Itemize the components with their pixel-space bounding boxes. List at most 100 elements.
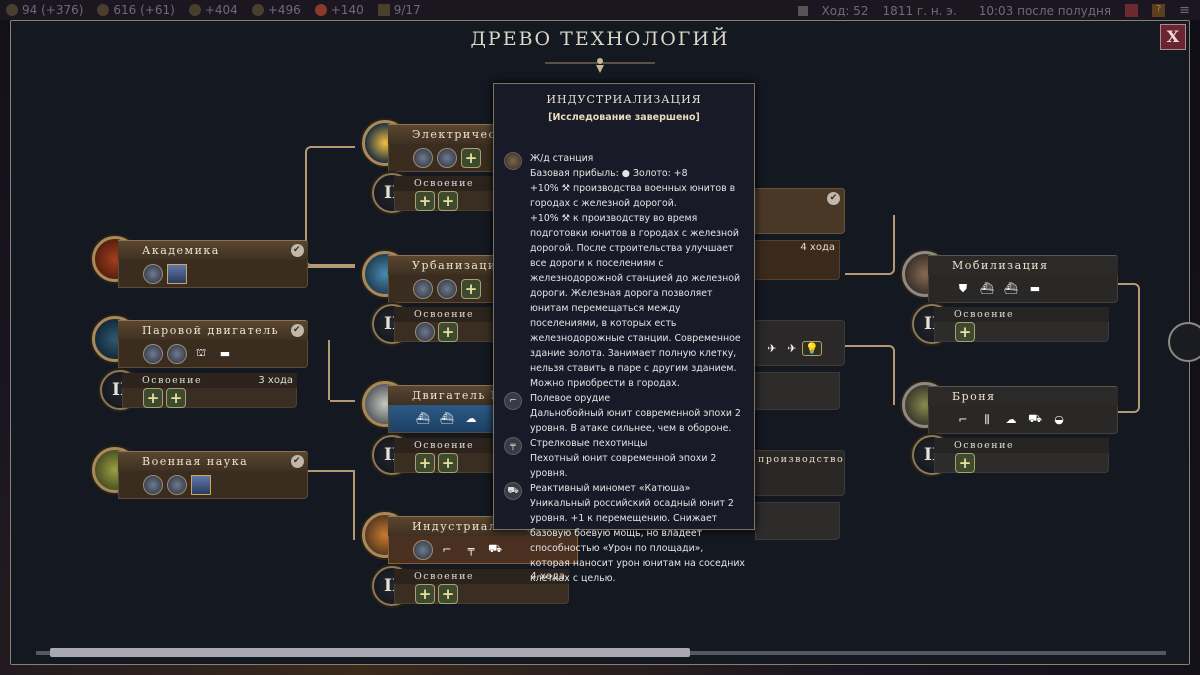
building-icon[interactable] [167,343,187,364]
year-display: 1811 г. н. э. [882,3,957,18]
connector-line [305,340,330,400]
field-cannon-icon[interactable]: ⌐ [442,543,452,556]
clock: 10:03 после полудня [978,3,1112,18]
tank-icon[interactable]: ☁ [1005,413,1017,426]
bonus-plus-icon[interactable]: + [438,452,458,473]
tourism-yield[interactable]: +496 [251,3,301,17]
connector-line [305,146,355,266]
diplomacy-icon[interactable] [1125,4,1139,17]
faith-yield[interactable]: +404 [188,3,238,17]
field-cannon-icon: ⌐ [504,392,522,410]
building-icon[interactable] [143,263,163,284]
ship-icon[interactable]: ⛴ [980,282,994,295]
bonus-plus-icon[interactable]: + [955,452,975,473]
tech-name: производство [758,454,845,465]
mastery-partial[interactable]: 4 хода [755,240,840,280]
tech-node-offscreen[interactable] [1168,322,1200,362]
bonus-plus-icon[interactable]: + [143,387,163,408]
building-icon[interactable] [143,474,163,495]
plane-icon[interactable]: ✈ [767,342,777,355]
mastery-partial[interactable] [755,502,840,540]
entry-text: Базовая прибыль: ● Золото: +8 [530,168,688,179]
tooltip-title: ИНДУСТРИАЛИЗАЦИЯ [546,93,702,106]
help-icon[interactable]: ? [1152,4,1166,17]
tech-name: Урбанизация [412,259,506,272]
completed-check-icon: ✔ [827,192,840,205]
bonus-plus-icon[interactable]: + [438,190,458,211]
building-icon[interactable] [415,321,435,342]
completed-check-icon: ✔ [291,324,304,337]
close-button[interactable]: X [1160,24,1186,50]
tech-node-partial[interactable]: ✔ [755,188,845,234]
connector-line [845,215,895,275]
rifle-icon: ╤ [504,437,522,455]
wonder-icon[interactable] [191,474,211,495]
bonus-plus-icon[interactable]: + [955,321,975,342]
tooltip-entry-field-cannon: ⌐ Полевое орудие Дальнобойный юнит совре… [494,391,754,436]
building-icon[interactable] [413,147,433,168]
menu-icon[interactable]: ≡ [1179,3,1190,18]
infantry-icon[interactable]: ╤ [467,543,475,556]
bonus-plus-icon[interactable]: + [438,321,458,342]
bonus-plus-icon[interactable]: + [415,452,435,473]
entry-name: Полевое орудие [530,393,611,404]
science-icon [6,4,18,16]
improvement-icon[interactable]: ⛫ [195,346,207,359]
mastery-label: Освоение [954,309,1015,320]
scrollbar-thumb[interactable] [50,648,690,657]
ship-icon[interactable]: ⛴ [1004,282,1018,295]
tech-name: Академика [142,244,220,257]
katyusha-icon[interactable]: ⛟ [488,542,502,555]
science-yield[interactable]: 94 (+376) [6,3,83,17]
amenities-yield[interactable]: +140 [314,3,364,17]
helmet-icon[interactable]: ◒ [1054,413,1064,426]
turns-remaining: 3 хода [258,375,293,386]
bonus-plus-icon[interactable]: + [438,583,458,604]
connector-line [845,345,895,405]
wonder-icon[interactable] [167,263,187,284]
building-icon[interactable] [143,343,163,364]
ship-icon[interactable]: ⛴ [416,412,430,425]
unlocks-row [118,471,308,499]
infantry-icon[interactable]: ⫼ [984,412,990,426]
building-icon[interactable] [437,278,457,299]
mastery-partial[interactable] [755,372,840,410]
plane-icon[interactable]: ✈ [787,342,797,355]
unlocks-row: ⌐ ⫼ ☁ ⛟ ◒ [928,406,1118,434]
cities-count[interactable]: 9/17 [377,3,421,17]
amenities-icon [314,4,327,16]
title-ornament [545,58,655,73]
building-icon[interactable] [167,474,187,495]
bonus-plus-icon[interactable]: + [461,278,481,299]
bonus-plus-icon[interactable]: + [461,147,481,168]
entry-name: Стрелковые пехотинцы [530,438,648,449]
connector-line [1115,343,1140,413]
unlocks-row [118,260,308,288]
mastery-label: Освоение [414,440,475,451]
tech-node-flight-partial[interactable]: ✈ ✈ 💡 [755,320,845,366]
tech-name: Мобилизация [952,259,1049,272]
ship-icon[interactable]: ▬ [219,347,231,360]
bonus-plus-icon[interactable]: + [415,190,435,211]
chart-icon[interactable] [797,5,808,16]
tank-icon[interactable]: ☁ [465,412,477,425]
building-icon[interactable] [437,147,457,168]
tech-node-mass-production-partial[interactable]: производство [755,450,845,496]
tech-name: Броня [952,390,996,403]
turns-remaining: 4 хода [800,242,835,253]
ship-icon[interactable]: ⛴ [440,412,454,425]
horizontal-scrollbar[interactable] [36,648,1166,657]
railway-station-icon[interactable] [413,539,433,560]
mastery-label: Освоение [142,375,203,386]
bonus-plus-icon[interactable]: + [415,583,435,604]
corps-icon[interactable]: ⛊ [958,281,968,295]
bonus-plus-icon[interactable]: + [166,387,186,408]
lightbulb-icon[interactable]: 💡 [802,341,822,356]
building-icon[interactable] [413,278,433,299]
artillery-icon[interactable]: ⌐ [958,413,968,426]
submarine-icon[interactable]: ▬ [1029,282,1041,295]
anti-air-icon[interactable]: ⛟ [1028,412,1042,425]
culture-yield[interactable]: 616 (+61) [97,3,175,17]
mastery-label: Освоение [414,178,475,189]
